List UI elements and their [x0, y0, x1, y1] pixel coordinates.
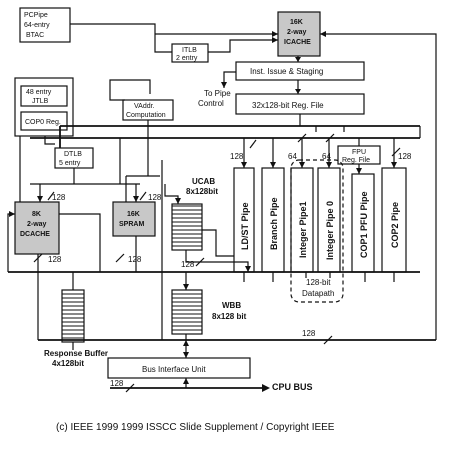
svg-text:128: 128 — [148, 193, 162, 202]
svg-text:PCPipe: PCPipe — [24, 12, 48, 19]
bus-interface-unit-block: Bus Interface Unit — [107, 357, 251, 379]
svg-text:Branch Pipe: Branch Pipe — [269, 197, 279, 250]
svg-text:Bus Interface Unit: Bus Interface Unit — [142, 365, 206, 374]
dtlb-block: DTLB 5 entry — [54, 147, 94, 169]
svg-text:8x128 bit: 8x128 bit — [212, 312, 247, 321]
svg-text:128: 128 — [128, 255, 142, 264]
svg-text:DCACHE: DCACHE — [20, 231, 50, 238]
ucab-block: UCAB 8x128bit — [171, 177, 218, 251]
pipe-ldst: LD/ST Pipe — [233, 167, 255, 273]
pipe-branch: Branch Pipe — [261, 167, 285, 273]
dcache-block: 8K 2-way DCACHE — [14, 201, 60, 255]
copyright-footer: (c) IEEE 1999 1999 ISSCC Slide Supplemen… — [56, 422, 335, 433]
svg-text:To Pipe: To Pipe — [204, 89, 231, 98]
svg-text:ICACHE: ICACHE — [284, 39, 311, 46]
svg-text:Integer Pipe 0: Integer Pipe 0 — [325, 201, 335, 260]
svg-text:Computation: Computation — [126, 112, 166, 119]
svg-text:8x128bit: 8x128bit — [186, 187, 218, 196]
svg-text:Control: Control — [198, 99, 224, 108]
svg-text:5 entry: 5 entry — [59, 160, 81, 167]
svg-text:128: 128 — [181, 260, 195, 269]
bus-width-marks: 128 64 64 128 128 128 128 128 128 128 12… — [33, 133, 412, 393]
svg-text:Response Buffer: Response Buffer — [44, 349, 108, 358]
svg-text:2-way: 2-way — [27, 221, 47, 228]
inst-issue-staging-block: Inst. Issue & Staging — [235, 61, 365, 81]
pipe-integer1: Integer Pipe1 — [290, 167, 314, 273]
svg-text:COP1 PFU Pipe: COP1 PFU Pipe — [359, 191, 369, 258]
svg-text:SPRAM: SPRAM — [119, 221, 144, 228]
pipe-integer0: Integer Pipe 0 — [317, 167, 341, 273]
svg-text:8K: 8K — [32, 211, 41, 218]
svg-text:2 entry: 2 entry — [176, 55, 198, 62]
svg-text:64: 64 — [322, 152, 331, 161]
svg-text:CPU BUS: CPU BUS — [272, 382, 313, 392]
svg-text:UCAB: UCAB — [192, 177, 215, 186]
execution-pipes: LD/ST Pipe Branch Pipe Integer Pipe1 Int… — [233, 167, 407, 273]
svg-text:128: 128 — [110, 379, 124, 388]
svg-text:48 entry: 48 entry — [26, 89, 52, 96]
svg-text:JTLB: JTLB — [32, 98, 49, 105]
response-buffer-block: Response Buffer 4x128bit — [44, 289, 108, 368]
svg-text:32x128-bit Reg. File: 32x128-bit Reg. File — [252, 101, 324, 110]
svg-text:16K: 16K — [290, 19, 303, 26]
to-pipe-control-label: To Pipe Control — [198, 89, 231, 108]
svg-text:WBB: WBB — [222, 301, 241, 310]
svg-text:64-entry: 64-entry — [24, 22, 50, 29]
svg-text:LD/ST Pipe: LD/ST Pipe — [240, 202, 250, 250]
register-file-block: 32x128-bit Reg. File — [235, 93, 365, 115]
svg-text:FPU: FPU — [352, 149, 366, 156]
svg-text:128: 128 — [398, 152, 412, 161]
svg-text:2-way: 2-way — [287, 29, 307, 36]
svg-text:Integer Pipe1: Integer Pipe1 — [298, 201, 308, 258]
svg-text:128: 128 — [48, 255, 62, 264]
svg-text:64: 64 — [288, 152, 297, 161]
wbb-block: WBB 8x128 bit — [171, 289, 247, 335]
icache-block: 16K 2-way ICACHE — [277, 11, 321, 57]
fpu-register-file-block: FPU Reg. File — [337, 145, 381, 165]
vaddr-computation-block: VAddr. Computation — [122, 99, 174, 121]
pipe-cop1-pfu: COP1 PFU Pipe — [351, 173, 375, 273]
pcpipe-block: PCPipe 64-entry BTAC — [19, 7, 71, 43]
svg-text:DTLB: DTLB — [64, 151, 82, 158]
svg-text:128: 128 — [302, 329, 316, 338]
svg-text:128: 128 — [52, 193, 66, 202]
svg-text:ITLB: ITLB — [182, 47, 197, 54]
svg-text:Inst. Issue & Staging: Inst. Issue & Staging — [250, 67, 323, 76]
svg-text:16K: 16K — [127, 211, 140, 218]
pipe-cop2: COP2 Pipe — [381, 167, 407, 273]
svg-text:Reg. File: Reg. File — [342, 157, 370, 164]
svg-text:BTAC: BTAC — [26, 32, 44, 39]
spram-block: 16K SPRAM — [112, 201, 156, 237]
svg-text:COP0 Reg.: COP0 Reg. — [25, 119, 61, 126]
wires — [7, 23, 437, 392]
svg-text:VAddr.: VAddr. — [134, 103, 155, 110]
svg-text:128-bit: 128-bit — [306, 278, 331, 287]
jtlb-cop0-group: 48 entry JTLB COP0 Reg. — [14, 77, 74, 137]
svg-text:Datapath: Datapath — [302, 289, 334, 298]
svg-text:COP2 Pipe: COP2 Pipe — [390, 202, 400, 248]
datapath-outline: 128-bit Datapath — [290, 159, 344, 303]
svg-text:128: 128 — [230, 152, 244, 161]
cpu-bus-label: CPU BUS — [272, 382, 313, 392]
svg-text:4x128bit: 4x128bit — [52, 359, 84, 368]
itlb-block: ITLB 2 entry — [171, 43, 209, 63]
